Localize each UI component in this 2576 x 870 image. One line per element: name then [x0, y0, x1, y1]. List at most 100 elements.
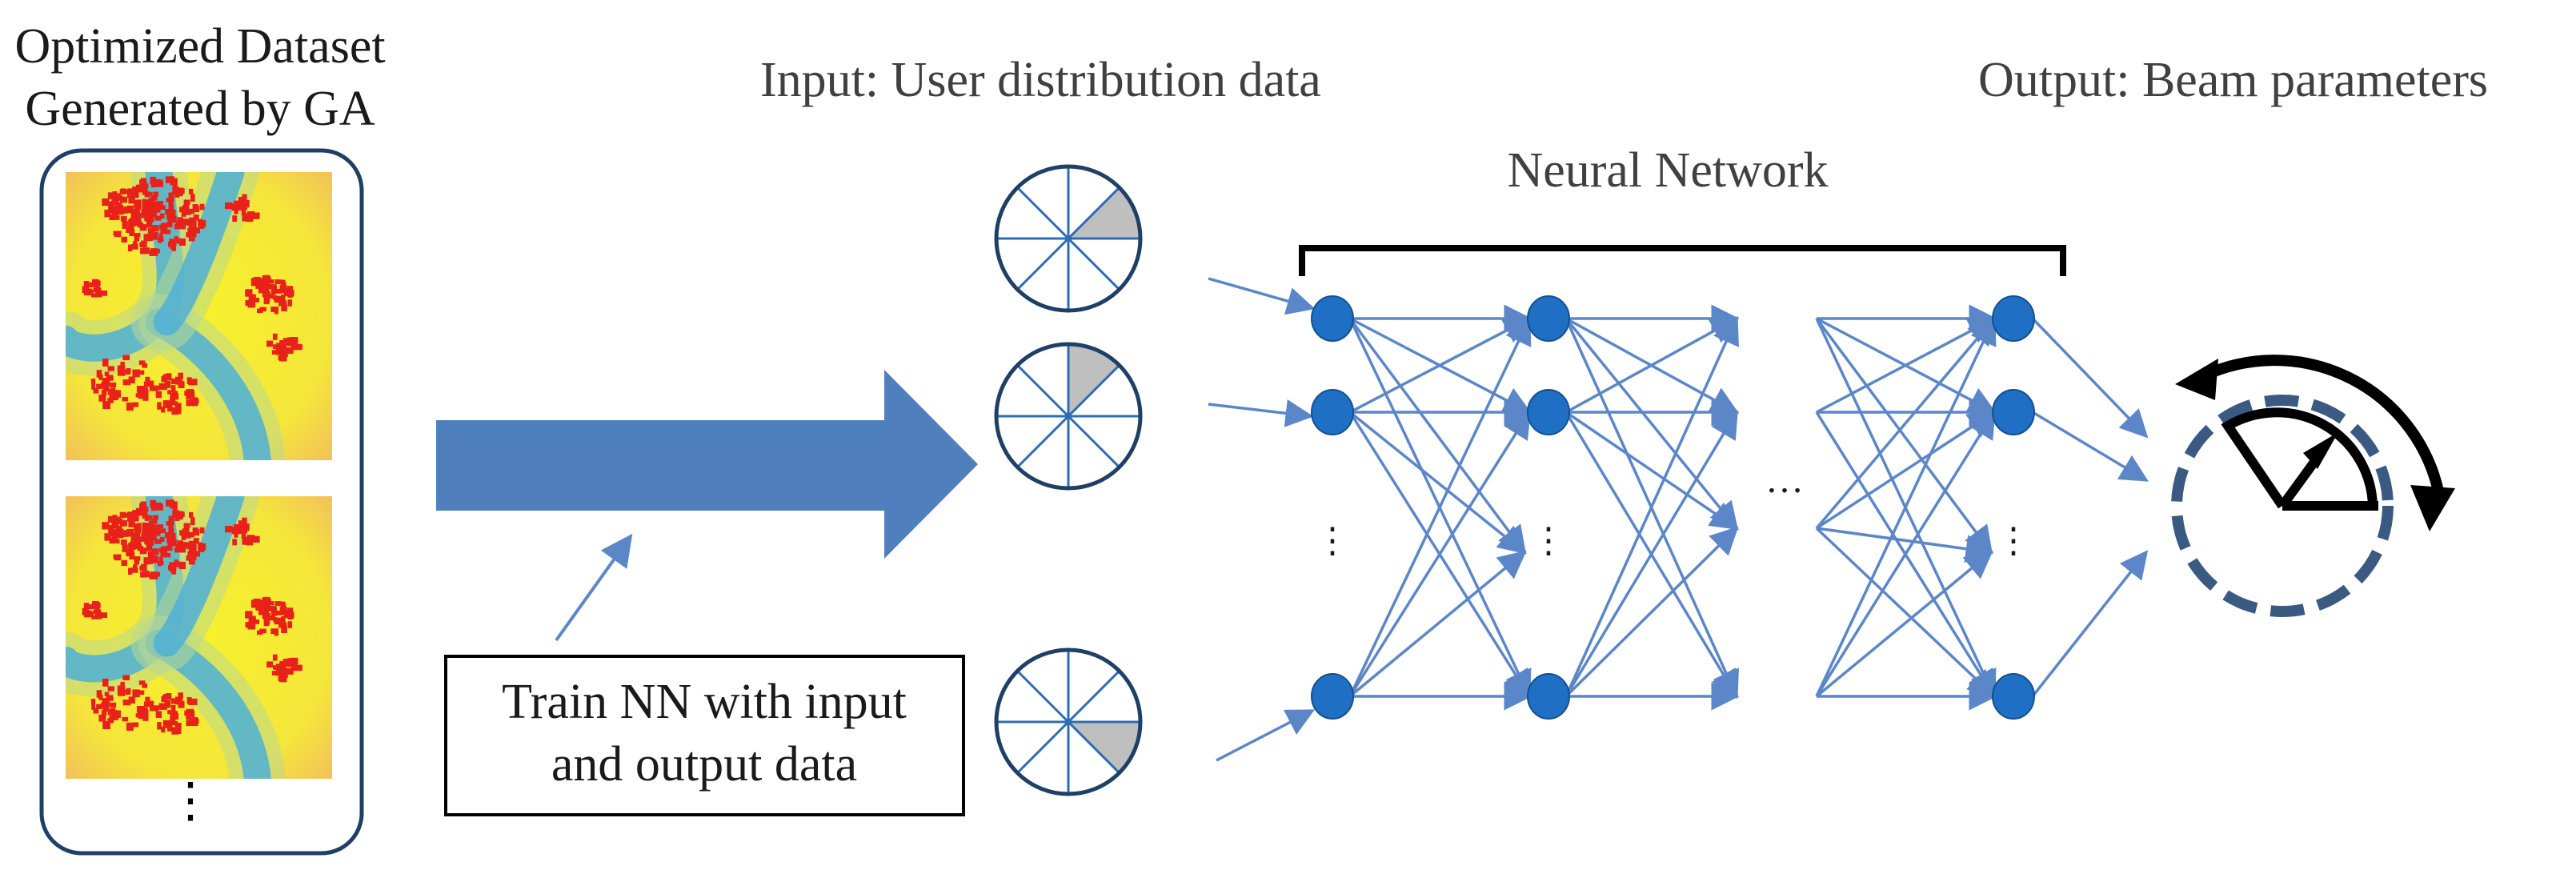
user-dot: [274, 601, 282, 607]
user-dot: [286, 290, 294, 297]
user-dot: [133, 215, 142, 224]
user-dot: [190, 698, 198, 705]
edge-l1-l2: [1348, 315, 1532, 697]
user-dot: [135, 507, 144, 516]
user-dot: [147, 228, 155, 235]
user-dot: [232, 215, 237, 223]
user-dot: [263, 596, 270, 605]
user-dot: [130, 535, 138, 542]
user-dot: [172, 721, 178, 726]
user-dot: [290, 664, 296, 670]
user-dot: [116, 710, 122, 718]
user-dot: [132, 186, 140, 192]
user-dot: [107, 376, 114, 381]
user-dot: [114, 214, 120, 220]
user-dot: [108, 524, 114, 533]
user-dot: [233, 526, 238, 533]
user-dot: [154, 179, 162, 187]
user-dot: [133, 193, 139, 198]
user-dot: [101, 702, 107, 708]
user-dot: [107, 686, 114, 692]
user-dot: [279, 668, 286, 676]
user-dot: [176, 238, 181, 244]
user-dot: [157, 524, 164, 529]
user-dot: [286, 611, 294, 619]
user-dot: [134, 233, 141, 238]
user-dot: [161, 224, 168, 230]
user-dot: [262, 597, 266, 604]
user-dot: [126, 191, 134, 198]
user-dot: [92, 601, 99, 607]
user-dot: [175, 545, 182, 553]
network-bracket: [1299, 245, 2066, 276]
user-dot: [166, 198, 174, 202]
user-dot: [259, 628, 266, 634]
train-box-line2: and output data: [551, 737, 857, 792]
user-dot: [121, 188, 126, 194]
user-dot: [137, 690, 145, 696]
user-dot: [121, 511, 126, 519]
user-dot: [110, 397, 114, 403]
user-dot: [89, 603, 94, 610]
user-dot: [108, 201, 114, 210]
layer4-node-2: [1992, 389, 2035, 435]
user-dot: [117, 554, 122, 560]
user-dot: [114, 516, 121, 524]
user-dot: [193, 538, 199, 544]
user-dot: [292, 662, 297, 668]
user-dot: [279, 610, 288, 615]
user-dot: [168, 565, 174, 571]
user-dot: [170, 178, 178, 186]
user-dot: [150, 518, 158, 524]
user-dot: [82, 286, 90, 294]
user-dot: [144, 215, 153, 222]
user-dot: [181, 210, 186, 217]
user-dot: [166, 373, 172, 380]
user-dot: [141, 507, 148, 516]
user-dot: [292, 341, 297, 347]
user-dot: [122, 221, 128, 229]
user-dot: [91, 703, 96, 710]
user-dot: [151, 225, 159, 231]
pie-shaded-sector: [1068, 187, 1140, 239]
train-box: Train NN with input and output data: [444, 655, 965, 816]
user-dot: [102, 698, 110, 706]
output-arrow: [2031, 550, 2149, 698]
user-dot: [242, 214, 248, 222]
user-dot: [161, 375, 168, 383]
user-dot: [194, 205, 200, 213]
user-dot: [158, 556, 163, 564]
user-dot: [188, 560, 195, 565]
user-dot: [137, 370, 145, 375]
user-dot: [109, 207, 118, 214]
input-arrow: [1216, 709, 1316, 762]
user-dot: [114, 539, 120, 544]
user-dot: [176, 729, 182, 734]
edge-gap-l4-mid: [1815, 317, 1993, 555]
pie-outline: [994, 342, 1143, 491]
user-dot: [278, 343, 287, 349]
user-dot: [175, 222, 182, 230]
user-dot: [120, 362, 125, 367]
user-dot: [154, 503, 162, 511]
user-dot: [266, 601, 274, 606]
user-dot: [170, 378, 179, 384]
user-dot: [170, 718, 176, 725]
user-dot: [159, 224, 164, 230]
user-dot: [104, 533, 111, 541]
user-dot: [168, 524, 174, 531]
user-dot: [145, 206, 153, 214]
user-dot: [158, 233, 163, 241]
user-dot: [168, 201, 174, 207]
user-dot: [159, 547, 164, 553]
beam-direction-arrowhead: [2303, 432, 2338, 469]
user-dot: [163, 230, 171, 235]
user-dot: [192, 399, 198, 407]
user-dot: [87, 610, 93, 618]
user-dot: [234, 532, 238, 538]
user-dot: [160, 385, 167, 391]
user-dot: [151, 385, 159, 391]
user-dot: [189, 531, 194, 538]
user-dot: [176, 409, 182, 415]
user-dot: [169, 218, 175, 223]
